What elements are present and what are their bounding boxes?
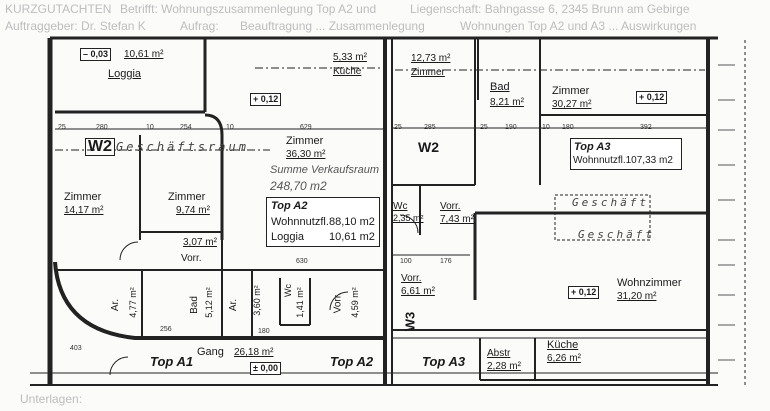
room-name: Bad <box>490 81 510 93</box>
dimension: 10 <box>226 124 234 131</box>
dimension: 25 <box>480 124 488 131</box>
room-name: Wc <box>393 201 408 212</box>
room-area: 6,26 m² <box>547 353 581 364</box>
room-area: 14,17 m² <box>64 205 104 216</box>
label-geschaeft: Geschäft <box>578 228 655 241</box>
wall-tag: W3 <box>402 311 418 332</box>
room-area: 10,61 m² <box>124 49 164 60</box>
level-marker: + 0,12 <box>636 91 668 104</box>
room-name: Loggia <box>108 68 142 80</box>
unit-label-top-a3: Top A3 <box>422 354 466 369</box>
label-geschaeftsraum: Geschäftsraum <box>116 140 249 154</box>
room-area: 2,28 m² <box>487 361 521 372</box>
unit-label-top-a2: Top A2 <box>330 354 374 369</box>
loggia-label: Loggia <box>271 231 305 243</box>
unit-label: Top A2 <box>271 200 308 212</box>
dimension: 180 <box>258 328 270 335</box>
room-area: 8,21 m² <box>490 97 524 108</box>
top-a2-box: Top A2 Wohnnutzfl. 88,10 m2 Loggia 10,61… <box>266 197 380 247</box>
summe-label: Summe Verkaufsraum <box>270 164 380 176</box>
bg-text: Unterlagen: <box>20 392 83 406</box>
room-name: Küche <box>333 66 362 77</box>
room-area: 7,43 m² <box>440 214 474 225</box>
room-area: 5,33 m² <box>333 52 367 63</box>
summe-value: 248,70 m2 <box>270 179 327 193</box>
wall-tag: W2 <box>418 139 439 155</box>
wohnnutzfl-value: 88,10 m2 <box>329 216 375 228</box>
room-area: 12,73 m² <box>411 53 451 64</box>
dimension: 392 <box>640 124 652 131</box>
bg-text: Aufrag: <box>180 19 219 33</box>
wohnnutzfl-value: Wohnnutzfl.107,33 m2 <box>573 155 673 166</box>
bg-text: KURZGUTACHTEN <box>5 2 112 16</box>
room-area: 30,27 m² <box>552 99 592 110</box>
dimension: 280 <box>96 124 108 131</box>
level-marker: ± 0,00 <box>250 362 281 375</box>
dimension: 254 <box>180 124 192 131</box>
room-name: Küche <box>547 339 579 351</box>
room-name: Abstr <box>487 348 511 359</box>
bg-text: Betrifft: Wohnungszusammenlegung Top A2 … <box>120 2 377 16</box>
level-marker: + 0,12 <box>568 286 600 299</box>
room-area: 26,18 m² <box>234 347 274 358</box>
dimension: 256 <box>160 326 172 333</box>
room-name: Vorr. <box>332 292 344 314</box>
room-area: 36,30 m² <box>286 149 326 160</box>
loggia-value: 10,61 m2 <box>329 231 375 243</box>
dimension: 630 <box>296 258 308 265</box>
room-name: Gang <box>197 346 224 358</box>
room-area: 9,74 m² <box>176 205 210 216</box>
unit-label-top-a1: Top A1 <box>150 354 194 369</box>
room-area: 5,12 m² <box>203 287 214 318</box>
room-name: Wc <box>283 284 293 297</box>
room-area: 3,60 m² <box>251 285 262 316</box>
room-name: Zimmer <box>552 85 590 97</box>
room-name: Vorr. <box>401 273 422 284</box>
room-name: Ar. <box>110 298 122 312</box>
room-area: 4,77 m² <box>127 287 138 318</box>
wohnnutzfl-label: Wohnnutzfl. <box>271 216 329 228</box>
level-marker: – 0,03 <box>80 48 112 61</box>
room-name: Wohnzimmer <box>617 277 682 289</box>
room-name: Zimmer <box>286 135 324 147</box>
top-a3-box: Top A3 Wohnnutzfl.107,33 m2 <box>570 138 682 170</box>
dimension: 180 <box>562 124 574 131</box>
dimension: 10 <box>146 124 154 131</box>
room-area: 3,07 m² <box>183 237 217 248</box>
wall-tag: W2 <box>85 138 115 156</box>
room-area: 2,35 m² <box>393 213 424 223</box>
room-name: Ar. <box>228 298 240 312</box>
label-geschaeft: Geschäft <box>572 196 649 209</box>
bg-text: Beauftragung ... Zusammenlegung <box>240 19 425 33</box>
dimension: 285 <box>424 124 436 131</box>
level-marker: + 0,12 <box>250 93 282 106</box>
room-name: Zimmer <box>168 191 206 203</box>
dimension: 10 <box>542 124 550 131</box>
room-area: 6,61 m² <box>401 286 435 297</box>
dimension: 629 <box>300 124 312 131</box>
room-name: Zimmer <box>411 67 445 78</box>
bg-text: Liegenschaft: Bahngasse 6, 2345 Brunn am… <box>410 2 690 16</box>
room-name: Zimmer <box>64 191 102 203</box>
room-name: Bad <box>188 296 200 314</box>
unit-label: Top A3 <box>574 141 611 153</box>
bg-text: Auftraggeber: Dr. Stefan K <box>5 19 146 33</box>
dimension: 25 <box>58 124 66 131</box>
dimension: 403 <box>70 345 82 352</box>
room-name: Vorr. <box>440 201 461 212</box>
dimension: 190 <box>505 124 517 131</box>
bg-text: Wohnungen Top A2 und A3 ... Auswirkungen <box>460 19 697 33</box>
dimension: 100 <box>400 258 412 265</box>
room-name: Vorr. <box>181 253 202 264</box>
room-area: 4,59 m² <box>349 287 360 318</box>
room-area: 31,20 m² <box>617 291 657 302</box>
dimension: 176 <box>440 258 452 265</box>
dimension: 25 <box>394 124 402 131</box>
room-area: 1,41 m² <box>294 287 305 318</box>
